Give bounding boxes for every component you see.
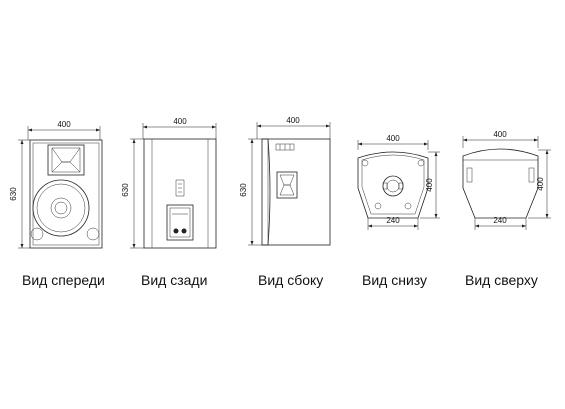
side-handle-slots bbox=[275, 143, 295, 151]
top-view: 400 400 240 bbox=[462, 130, 551, 230]
front-height-dimension: 630 bbox=[9, 139, 30, 249]
bottom-outline bbox=[357, 151, 429, 219]
rear-height-dimension: 630 bbox=[121, 138, 144, 249]
front-width-label: 400 bbox=[57, 120, 71, 129]
side-width-dimension: 400 bbox=[256, 116, 331, 139]
front-cabinet bbox=[29, 139, 103, 249]
front-height-label: 630 bbox=[9, 187, 18, 201]
side-width-label: 400 bbox=[286, 116, 300, 125]
top-handle-right bbox=[528, 167, 535, 183]
top-width-label: 400 bbox=[493, 130, 507, 139]
rear-cabinet bbox=[143, 138, 217, 249]
front-port-left bbox=[30, 227, 44, 241]
bottom-height-dimension: 400 bbox=[420, 151, 440, 219]
rear-width-label: 400 bbox=[173, 117, 187, 126]
side-height-label: 630 bbox=[239, 183, 248, 197]
side-handle bbox=[276, 171, 298, 199]
rear-height-label: 630 bbox=[121, 183, 130, 197]
bottom-view: 400 400 240 bbox=[357, 134, 440, 230]
front-view-caption: Вид спереди bbox=[22, 272, 105, 288]
top-height-label: 400 bbox=[536, 177, 545, 191]
rear-width-dimension: 400 bbox=[142, 117, 217, 139]
side-cabinet bbox=[261, 138, 331, 246]
front-horn bbox=[47, 144, 85, 176]
front-view: 400 630 bbox=[9, 120, 103, 249]
bottom-base-dimension: 240 bbox=[367, 216, 419, 230]
rear-view: 400 630 bbox=[121, 117, 217, 249]
bottom-width-label: 400 bbox=[386, 134, 400, 143]
side-view: 400 630 bbox=[239, 116, 331, 246]
top-base-label: 240 bbox=[493, 216, 507, 225]
top-outline bbox=[462, 148, 539, 219]
top-handle-left bbox=[466, 167, 473, 183]
side-height-dimension: 630 bbox=[239, 138, 262, 246]
rear-connector-plate bbox=[166, 204, 194, 241]
front-woofer bbox=[32, 179, 90, 237]
rear-handle bbox=[175, 179, 185, 197]
bottom-view-caption: Вид снизу bbox=[362, 272, 428, 288]
bottom-pole-mount bbox=[382, 175, 404, 197]
bottom-width-dimension: 400 bbox=[357, 134, 429, 150]
top-height-dimension: 400 bbox=[528, 149, 551, 219]
bottom-base-label: 240 bbox=[386, 216, 400, 225]
top-base-dimension: 240 bbox=[474, 216, 527, 230]
side-baffle bbox=[262, 138, 271, 246]
top-width-dimension: 400 bbox=[462, 130, 539, 148]
bottom-height-label: 400 bbox=[425, 178, 434, 192]
top-view-caption: Вид сверху bbox=[465, 272, 538, 288]
front-width-dimension: 400 bbox=[27, 120, 101, 140]
side-view-caption: Вид сбоку bbox=[258, 272, 324, 288]
front-port-right bbox=[86, 227, 100, 241]
rear-view-caption: Вид сзади bbox=[141, 272, 208, 288]
